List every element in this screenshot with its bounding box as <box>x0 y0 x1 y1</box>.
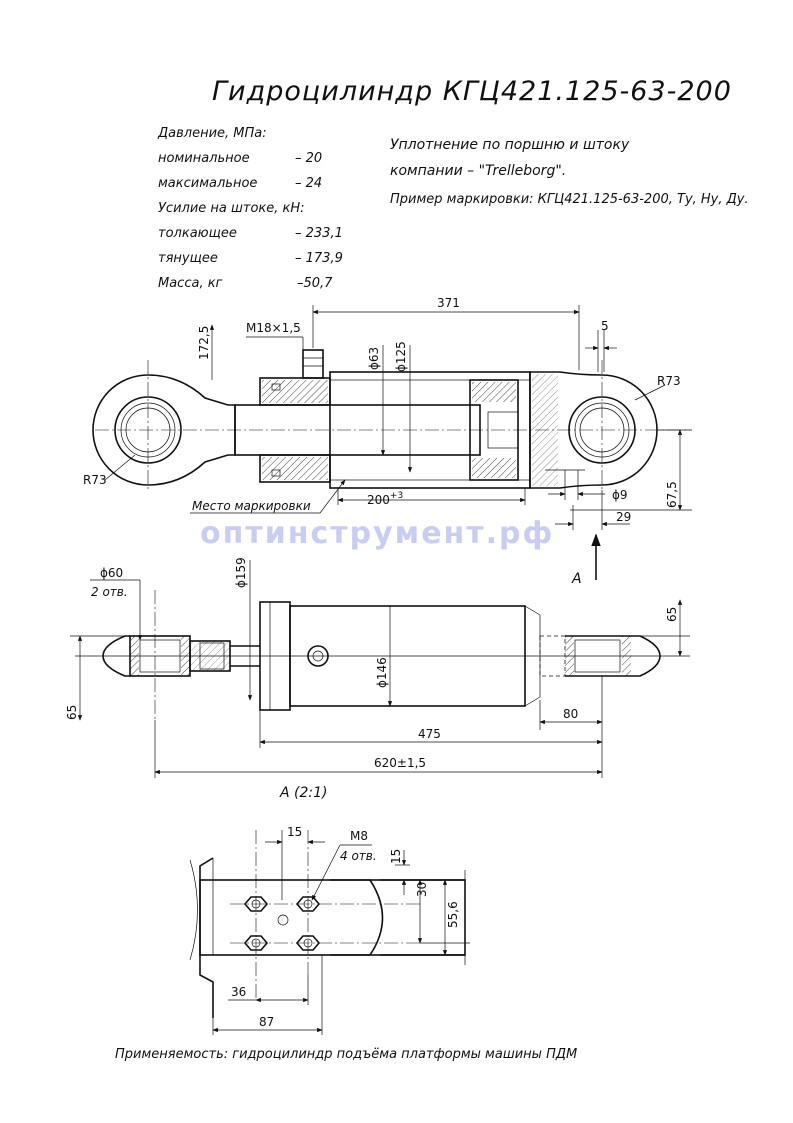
dim-65-right: 65 <box>665 607 679 622</box>
dim-m18: М18×1,5 <box>246 321 301 335</box>
pull-label: тянущее <box>158 251 218 266</box>
dim-200-tol: +3 <box>390 491 403 501</box>
dim-80: 80 <box>563 707 578 721</box>
dim-d63: ϕ63 <box>367 347 381 370</box>
mass-label: Масса, кг <box>158 276 223 291</box>
piston-rod <box>234 404 481 456</box>
dim-200-main: 200 <box>367 493 390 507</box>
dim-475: 475 <box>418 727 441 741</box>
mass-value: –50,7 <box>297 276 333 291</box>
pull-value: – 173,9 <box>295 251 343 266</box>
dim-15-right: 15 <box>389 849 403 864</box>
dim-620: 620±1,5 <box>374 756 426 770</box>
seal-note-line2: компании – "Trelleborg". <box>390 163 566 179</box>
marking-place-label: Место маркировки <box>192 499 311 513</box>
dim-67-5: 67,5 <box>665 481 679 508</box>
spec-block: Давление, МПа: номинальное – 20 максимал… <box>157 126 343 291</box>
rod-eye-left <box>92 374 236 486</box>
dim-d9: ϕ9 <box>612 488 628 502</box>
view-arrow-a: А <box>571 571 582 587</box>
dim-m8: М8 <box>350 829 368 843</box>
pressure-heading: Давление, МПа: <box>157 126 267 141</box>
push-label: толкающее <box>158 226 237 241</box>
dim-200: 200+3 <box>367 491 403 507</box>
dim-15-top: 15 <box>287 825 302 839</box>
drawing-title: Гидроцилиндр КГЦ421.125-63-200 <box>212 76 732 107</box>
marking-example: Пример маркировки: КГЦ421.125-63-200, Ту… <box>390 192 749 207</box>
dim-36: 36 <box>231 985 246 999</box>
dim-4otv: 4 отв. <box>340 849 377 863</box>
side-view: 371 5 172,5 М18×1,5 ϕ63 ϕ125 R73 R73 200… <box>83 296 692 587</box>
top-view: ϕ60 2 отв. ϕ159 65 65 ϕ146 80 475 620±1,… <box>65 557 690 778</box>
dim-r73-right: R73 <box>657 374 681 388</box>
nominal-value: – 20 <box>295 151 322 166</box>
dim-2otv: 2 отв. <box>91 585 128 599</box>
dim-172-5: 172,5 <box>197 326 211 360</box>
watermark: оптинструмент.рф <box>200 516 554 551</box>
max-value: – 24 <box>295 176 322 191</box>
dim-r73-left: R73 <box>83 473 107 487</box>
detail-a-title: А (2:1) <box>279 785 327 801</box>
dim-65-left: 65 <box>65 705 79 720</box>
seal-note-line1: Уплотнение по поршню и штоку <box>390 137 630 153</box>
dim-d125: ϕ125 <box>394 341 408 372</box>
dim-29: 29 <box>616 510 631 524</box>
applicability-note: Применяемость: гидроцилиндр подъёма плат… <box>115 1047 577 1062</box>
dim-d146: ϕ146 <box>375 657 389 688</box>
nominal-label: номинальное <box>158 151 250 166</box>
dim-371: 371 <box>437 296 460 310</box>
dim-d60: ϕ60 <box>100 566 123 580</box>
detail-a: А (2:1) 15 <box>189 785 470 1035</box>
dim-87: 87 <box>259 1015 274 1029</box>
dim-55-6: 55,6 <box>446 901 460 928</box>
push-value: – 233,1 <box>295 226 343 241</box>
dim-5: 5 <box>601 319 609 333</box>
max-label: максимальное <box>158 176 257 191</box>
barrel-plan <box>289 605 526 707</box>
dim-d159: ϕ159 <box>234 557 248 588</box>
bottom-eye-right <box>529 371 658 489</box>
force-heading: Усилие на штоке, кН: <box>158 201 305 216</box>
dim-30: 30 <box>415 882 429 897</box>
